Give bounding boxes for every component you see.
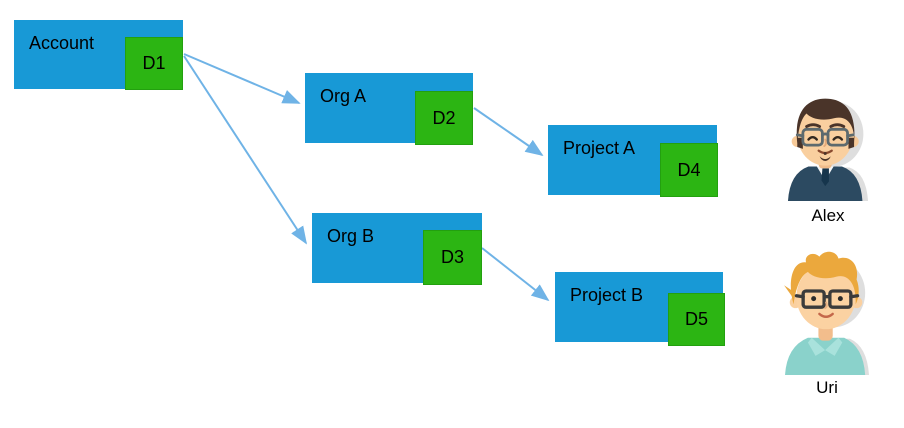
node-project-b-label: Project B — [570, 285, 644, 305]
edge-d2-project-a — [473, 107, 544, 157]
user-uri-name: Uri — [816, 378, 838, 397]
node-project-a-label: Project A — [563, 138, 636, 158]
badge-d2: D2 — [415, 91, 473, 145]
edge-d1-org-a — [183, 53, 301, 104]
user-uri: Uri — [783, 249, 871, 397]
node-org-a-label: Org A — [320, 86, 367, 106]
badge-d4: D4 — [660, 143, 718, 197]
badge-d1: D1 — [125, 37, 183, 90]
edge-d3-project-b — [481, 247, 550, 302]
badge-d3: D3 — [423, 230, 482, 285]
alex-figure — [787, 98, 863, 201]
user-alex-name: Alex — [811, 206, 845, 225]
node-org-b-label: Org B — [327, 226, 375, 246]
alex-avatar-icon — [787, 98, 869, 201]
user-alex: Alex — [786, 93, 870, 225]
node-account-label: Account — [29, 33, 95, 53]
badge-d5: D5 — [668, 293, 725, 346]
uri-avatar-icon — [784, 251, 869, 375]
edge-d1-org-b — [183, 55, 307, 245]
